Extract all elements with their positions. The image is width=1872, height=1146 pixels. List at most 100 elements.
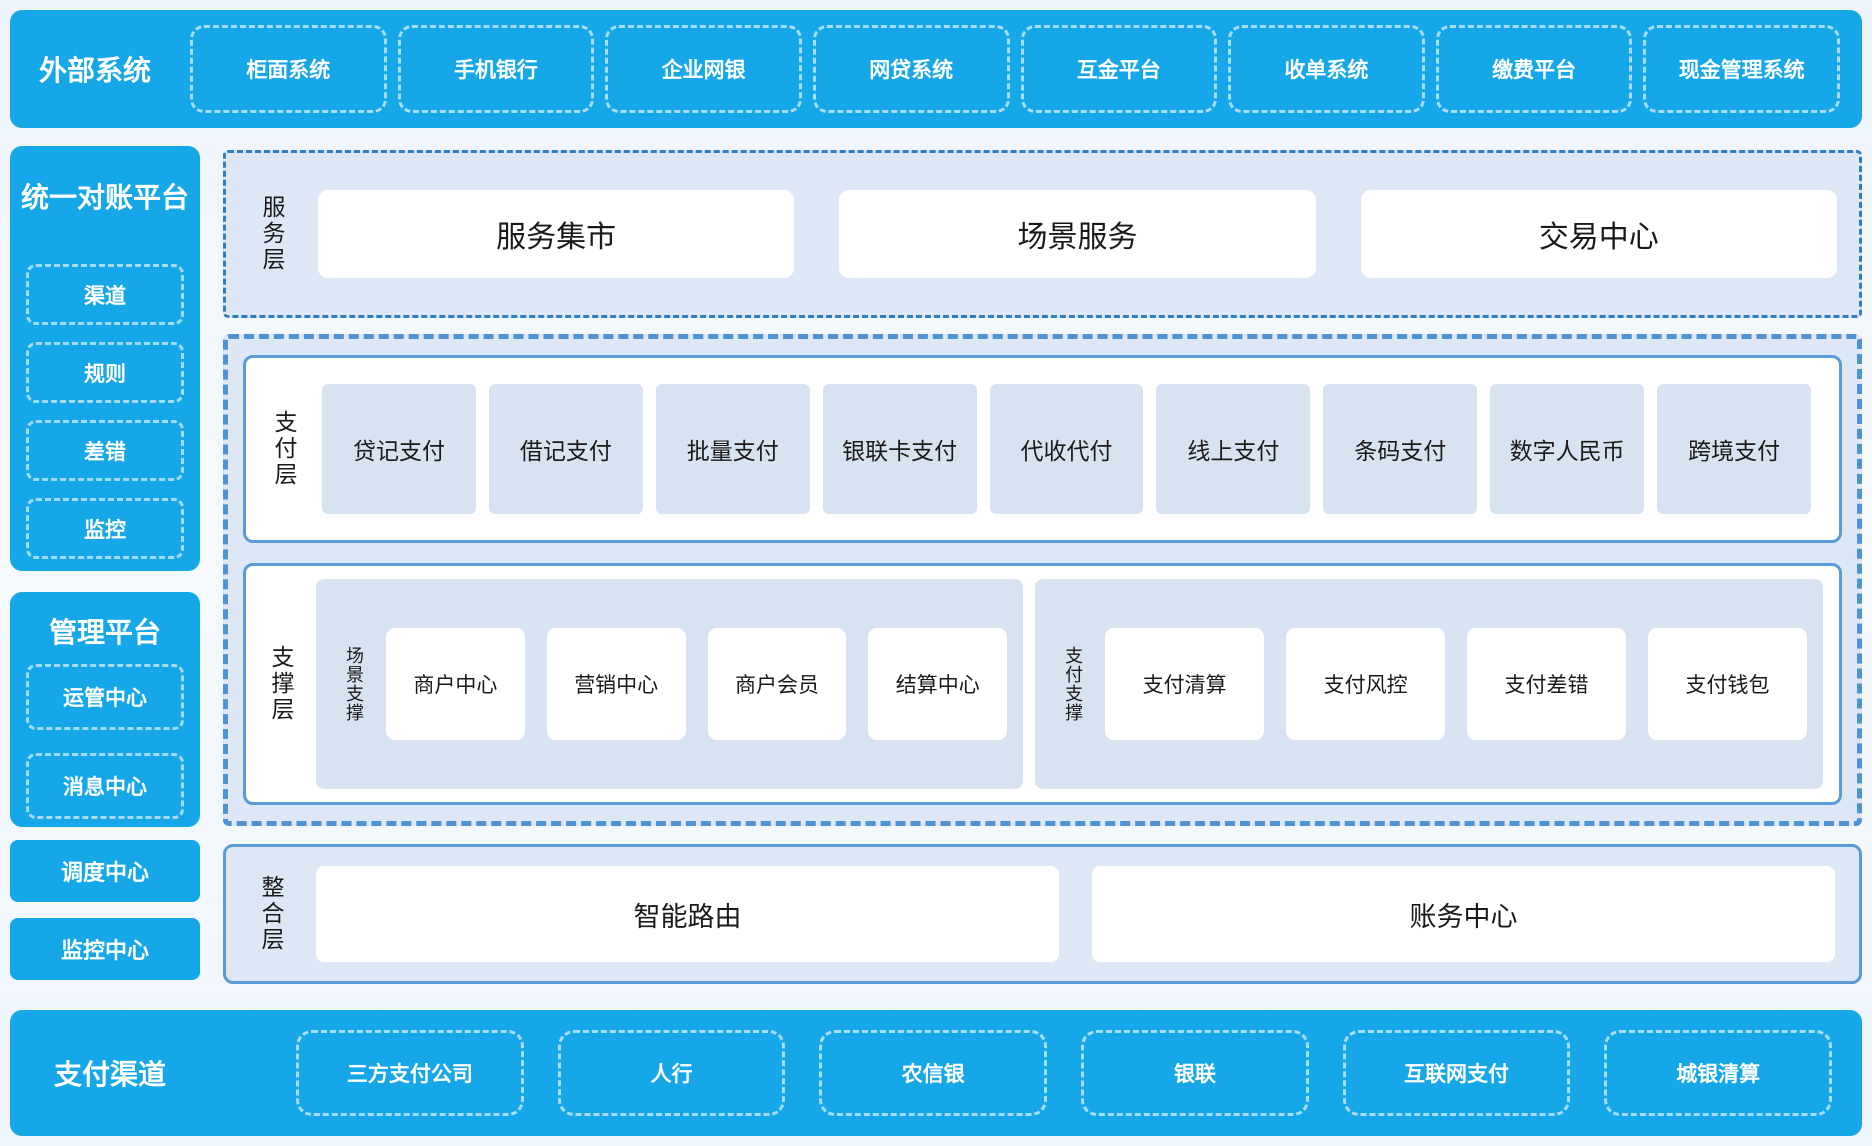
external-system-label: 互金平台 [1076, 59, 1161, 82]
reconciliation-item-label: 监控 [84, 518, 126, 542]
service-item-box: 服务集市 [318, 190, 795, 278]
scene-support-label: 场景支撑 [344, 646, 364, 722]
payment-item-box: 借记支付 [488, 384, 643, 514]
payment-support-item-box: 支付风控 [1286, 628, 1446, 740]
service-item-box: 交易中心 [1360, 190, 1837, 278]
payment-channel-box: 互联网支付 [1342, 1030, 1571, 1116]
payment-support-item-label: 支付风控 [1323, 674, 1408, 697]
payment-channel-box: 人行 [557, 1030, 786, 1116]
scene-support-item-label: 商户会员 [734, 674, 819, 697]
payment-channel-box: 农信银 [819, 1030, 1048, 1116]
integration-layer-label: 整合层 [258, 875, 284, 953]
reconciliation-items: 渠道 规则 差错 监控 [10, 264, 200, 559]
management-item-label: 消息中心 [63, 776, 147, 799]
payment-layer-items: 贷记支付 借记支付 批量支付 银联卡支付 [322, 384, 1812, 514]
integration-item-box: 账务中心 [1092, 866, 1835, 962]
payment-channel-box: 三方支付公司 [296, 1030, 524, 1116]
support-groups: 场景支撑 商户中心 营销中心 [316, 579, 1823, 789]
payment-support-wrapper: 支付层 贷记支付 借记支付 [223, 334, 1862, 826]
payment-channel-label: 农信银 [901, 1063, 965, 1086]
reconciliation-item-box: 监控 [26, 498, 184, 559]
reconciliation-item-label: 规则 [84, 362, 126, 386]
payment-support-item-label: 支付差错 [1504, 674, 1589, 697]
external-system-label: 缴费平台 [1492, 59, 1577, 82]
payment-item-label: 线上支付 [1187, 438, 1280, 464]
integration-layer-items: 智能路由 账务中心 [316, 866, 1835, 962]
service-layer-label: 服务层 [259, 195, 285, 273]
management-item-box: 消息中心 [26, 753, 184, 819]
external-system-box: 企业网银 [605, 25, 802, 113]
external-system-label: 收单系统 [1284, 59, 1369, 82]
scene-support-item-box: 营销中心 [546, 628, 686, 740]
external-system-label: 柜面系统 [246, 59, 331, 82]
payment-item-label: 代收代付 [1020, 438, 1113, 464]
integration-item-box: 智能路由 [316, 866, 1059, 962]
external-system-box: 收单系统 [1228, 25, 1425, 113]
service-item-label: 服务集市 [496, 221, 617, 254]
external-system-box: 缴费平台 [1435, 25, 1633, 113]
scene-support-item-box: 商户中心 [386, 628, 525, 740]
dispatch-center-box: 调度中心 [10, 840, 200, 902]
main-column: 服务层 服务集市 场景服务 交易中心 [223, 146, 1862, 984]
external-system-box: 柜面系统 [190, 25, 387, 113]
external-system-label: 企业网银 [661, 59, 746, 82]
external-system-label: 现金管理系统 [1678, 59, 1805, 82]
scene-support-item-box: 结算中心 [868, 628, 1008, 740]
payment-channel-label: 互联网支付 [1404, 1063, 1510, 1086]
external-system-box: 手机银行 [397, 25, 595, 113]
service-item-box: 场景服务 [839, 190, 1316, 278]
payment-item-box: 银联卡支付 [822, 384, 977, 514]
scene-support-group: 场景支撑 商户中心 营销中心 [316, 579, 1024, 789]
payment-support-items: 支付清算 支付风控 支付差错 [1105, 628, 1807, 740]
external-systems-bar: 外部系统 柜面系统 手机银行 企业网银 网贷系统 [10, 10, 1862, 128]
monitor-center-box: 监控中心 [10, 918, 200, 980]
payment-channel-label: 银联 [1173, 1063, 1216, 1086]
payment-support-item-label: 支付清算 [1142, 674, 1227, 697]
integration-item-label: 智能路由 [633, 901, 742, 932]
left-sidebar: 统一对账平台 渠道 规则 差错 [10, 146, 200, 984]
reconciliation-item-box: 渠道 [26, 264, 184, 325]
payment-layer-panel: 支付层 贷记支付 借记支付 [243, 355, 1842, 543]
scene-support-item-label: 商户中心 [413, 674, 498, 697]
payment-item-box: 跨境支付 [1657, 384, 1812, 514]
payment-architecture-diagram: 外部系统 柜面系统 手机银行 企业网银 网贷系统 [10, 0, 1862, 1136]
payment-channels-items: 三方支付公司 人行 农信银 银联 互联网支付 城银 [296, 1010, 1862, 1136]
payment-support-label: 支付支撑 [1063, 646, 1084, 722]
scene-support-item-box: 商户会员 [707, 628, 847, 740]
payment-support-group: 支付支撑 支付清算 支付风控 [1035, 579, 1823, 789]
middle-section: 统一对账平台 渠道 规则 差错 [10, 146, 1862, 984]
reconciliation-platform-panel: 统一对账平台 渠道 规则 差错 [10, 146, 200, 571]
payment-item-label: 条码支付 [1354, 438, 1447, 464]
payment-support-item-box: 支付钱包 [1648, 628, 1807, 740]
management-item-label: 运管中心 [63, 687, 147, 710]
payment-support-item-box: 支付差错 [1467, 628, 1627, 740]
support-layer-label: 支撑层 [268, 645, 294, 723]
support-layer-panel: 支撑层 场景支撑 商户中心 [243, 563, 1842, 805]
payment-support-item-label: 支付钱包 [1685, 674, 1770, 697]
external-system-label: 手机银行 [453, 59, 538, 82]
payment-item-label: 数字人民币 [1509, 438, 1625, 464]
payment-channel-box: 城银清算 [1604, 1030, 1833, 1116]
payment-item-box: 代收代付 [989, 384, 1144, 514]
management-platform-panel: 管理平台 运管中心 消息中心 [10, 592, 200, 827]
service-item-label: 场景服务 [1017, 221, 1138, 254]
external-system-box: 网贷系统 [812, 25, 1010, 113]
payment-item-box: 条码支付 [1323, 384, 1478, 514]
payment-channel-box: 银联 [1081, 1030, 1309, 1116]
payment-item-label: 贷记支付 [352, 438, 445, 464]
payment-channel-label: 城银清算 [1676, 1063, 1761, 1086]
reconciliation-item-box: 规则 [26, 342, 184, 403]
service-layer-items: 服务集市 场景服务 交易中心 [318, 190, 1837, 278]
integration-item-label: 账务中心 [1409, 901, 1518, 932]
payment-channel-label: 人行 [650, 1063, 693, 1086]
payment-channels-bar: 支付渠道 三方支付公司 人行 农信银 银联 互联 [10, 1010, 1862, 1136]
service-item-label: 交易中心 [1538, 221, 1659, 254]
payment-support-item-box: 支付清算 [1105, 628, 1265, 740]
payment-channel-label: 三方支付公司 [346, 1063, 473, 1086]
scene-support-item-label: 营销中心 [574, 674, 659, 697]
external-system-box: 现金管理系统 [1643, 25, 1840, 113]
scene-support-items: 商户中心 营销中心 商户会员 [386, 628, 1008, 740]
payment-item-label: 跨境支付 [1688, 438, 1781, 464]
payment-item-box: 线上支付 [1156, 384, 1311, 514]
payment-item-box: 贷记支付 [322, 384, 476, 514]
